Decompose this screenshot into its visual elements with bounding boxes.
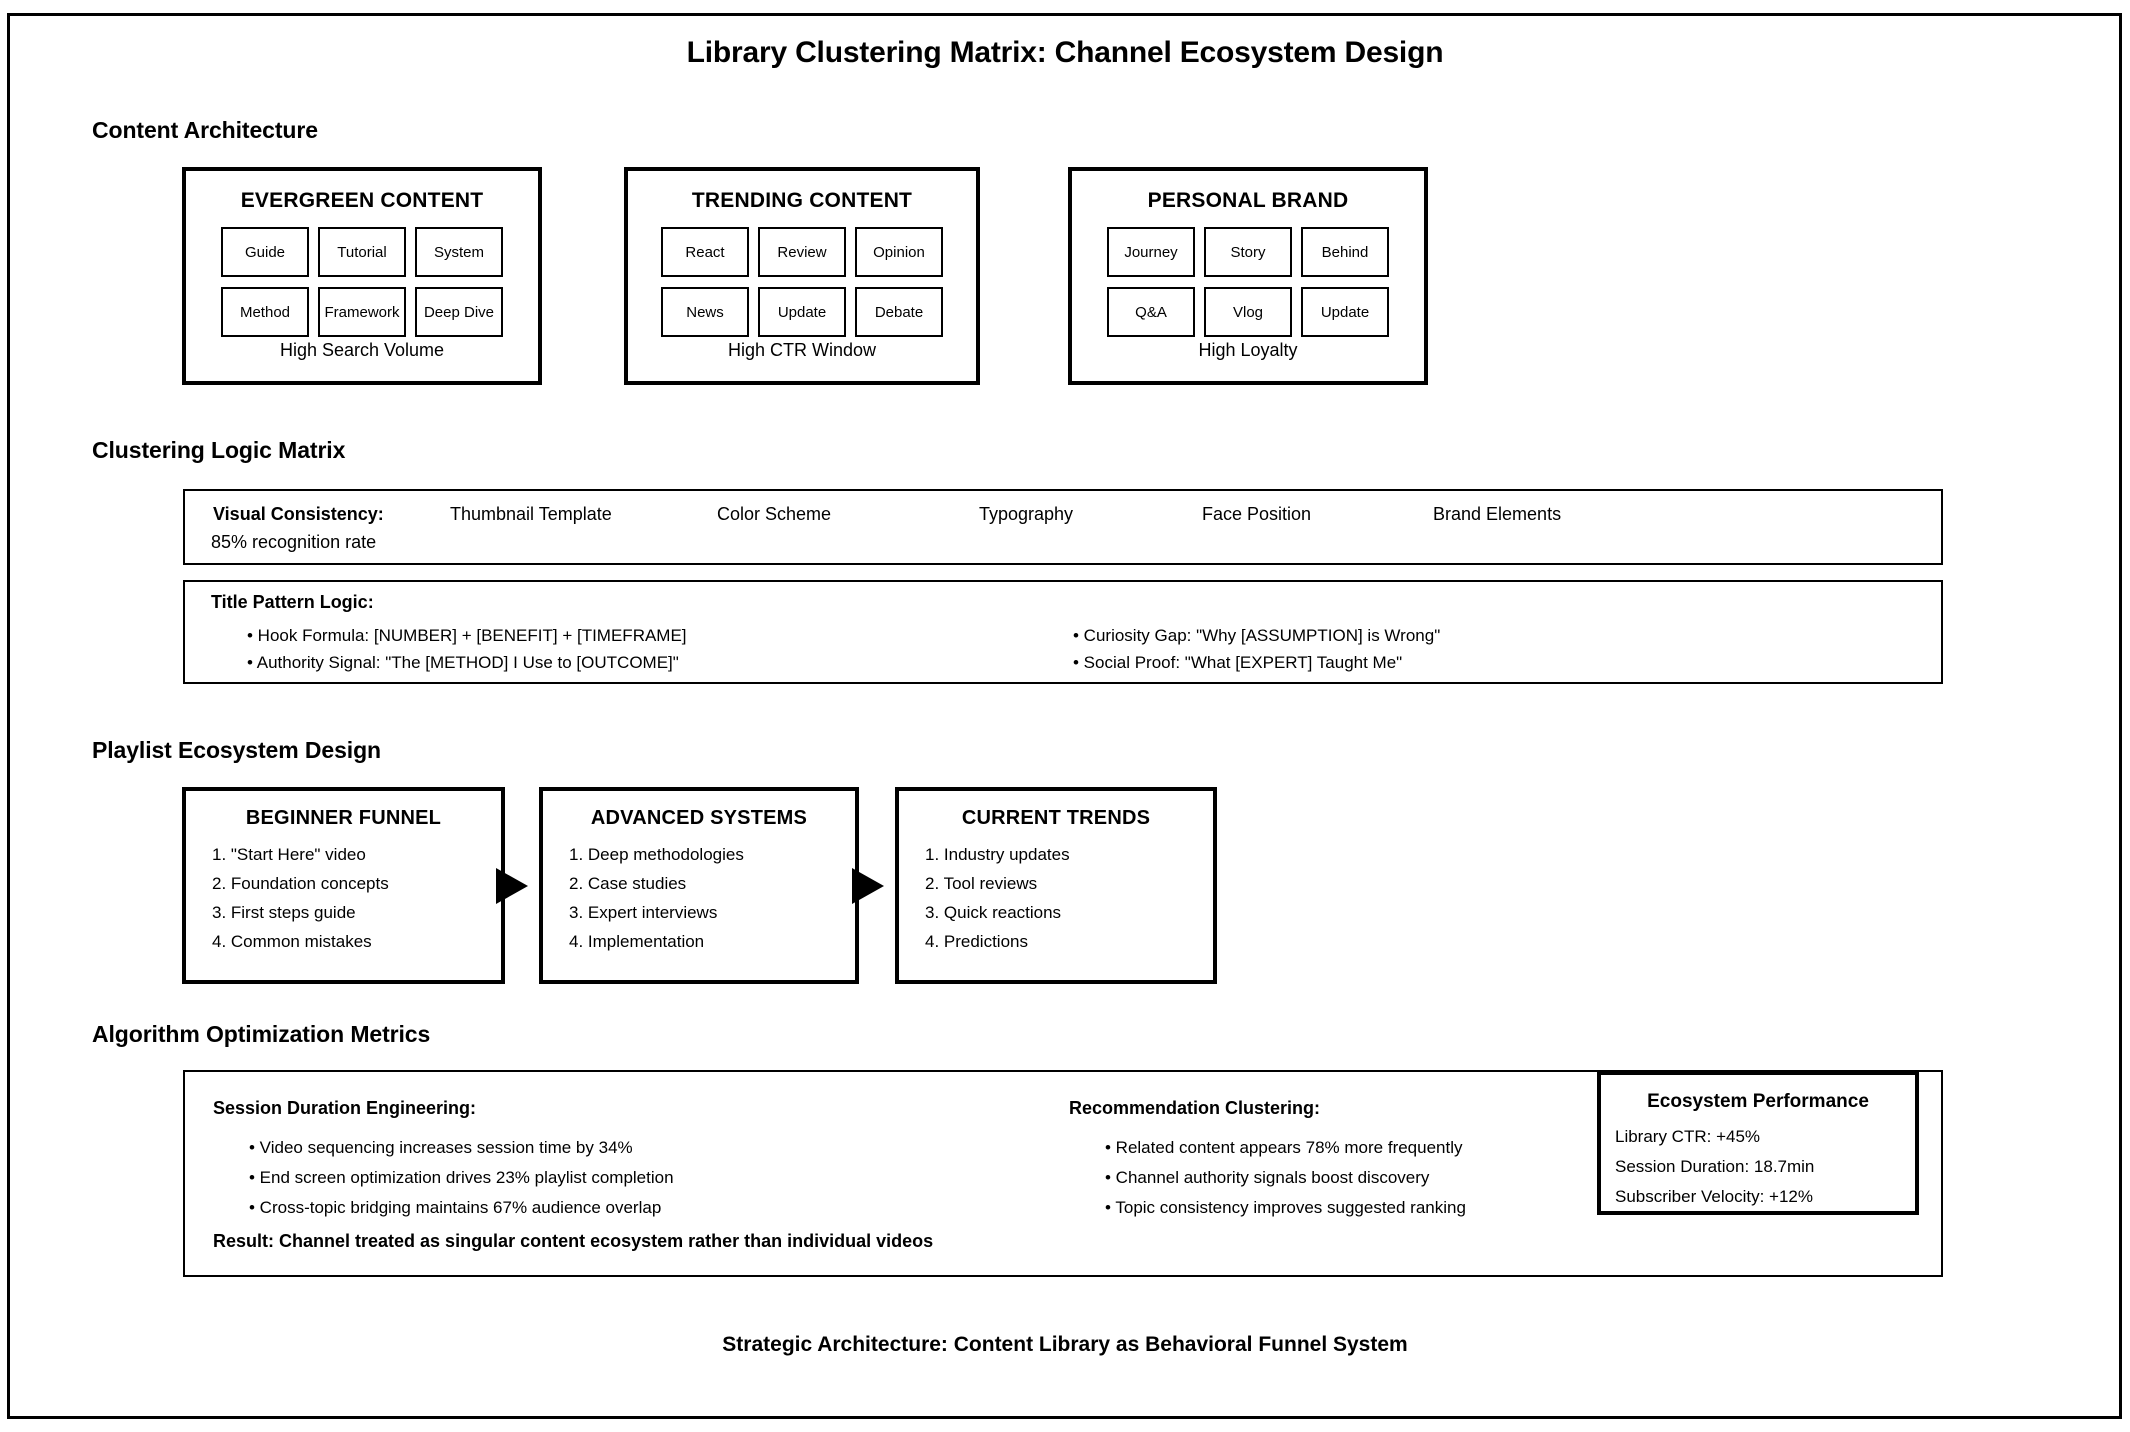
visual-consistency-label: Visual Consistency:	[213, 504, 384, 524]
visual-consistency-rate: 85% recognition rate	[211, 532, 377, 552]
funnel-list-item: 2. Foundation concepts	[212, 874, 389, 893]
funnel-stage-trends: CURRENT TRENDS 1. Industry updates 2. To…	[895, 787, 1217, 984]
ecosystem-performance-stats: Library CTR: +45% Session Duration: 18.7…	[1615, 1127, 1814, 1217]
content-chip[interactable]: Tutorial	[318, 227, 406, 277]
section-heading-algorithm-metrics: Algorithm Optimization Metrics	[92, 1021, 431, 1047]
content-chip[interactable]: Update	[1301, 287, 1389, 337]
pillar-title: PERSONAL BRAND	[1147, 189, 1349, 212]
title-pattern-line: • Social Proof: "What [EXPERT] Taught Me…	[1073, 653, 1403, 672]
pillar-footer: High Loyalty	[1198, 340, 1298, 360]
content-chip[interactable]: React	[661, 227, 749, 277]
funnel-list-item: 3. Quick reactions	[925, 903, 1062, 922]
chip-grid: Guide Tutorial System Method Framework D…	[186, 227, 538, 337]
funnel-stage-title: CURRENT TRENDS	[961, 807, 1151, 829]
content-chip[interactable]: News	[661, 287, 749, 337]
funnel-list-item: 2. Tool reviews	[925, 874, 1038, 893]
page-footer: Strategic Architecture: Content Library …	[722, 1333, 1408, 1356]
content-chip[interactable]: Journey	[1107, 227, 1195, 277]
title-pattern-line: • Hook Formula: [NUMBER] + [BENEFIT] + […	[247, 626, 687, 645]
section-heading-playlist-ecosystem: Playlist Ecosystem Design	[92, 737, 381, 763]
pillar-evergreen-content: EVERGREEN CONTENT Guide Tutorial System …	[182, 167, 542, 385]
metrics-bullet: • Topic consistency improves suggested r…	[1105, 1198, 1466, 1217]
ecosystem-performance-title: Ecosystem Performance	[1647, 1091, 1869, 1112]
content-chip[interactable]: Update	[758, 287, 846, 337]
pillar-personal-brand: PERSONAL BRAND Journey Story Behind Q&A …	[1068, 167, 1428, 385]
content-chip[interactable]: Vlog	[1204, 287, 1292, 337]
funnel-stage-advanced: ADVANCED SYSTEMS 1. Deep methodologies 2…	[539, 787, 859, 984]
funnel-list-item: 4. Implementation	[569, 932, 705, 951]
flow-arrow-icon	[496, 868, 528, 904]
pillar-footer: High CTR Window	[727, 340, 877, 360]
performance-stat: Session Duration: 18.7min	[1615, 1157, 1815, 1176]
metrics-column-recommendation-clustering: Recommendation Clustering: • Related con…	[1069, 1098, 1466, 1228]
visual-consistency-item: Thumbnail Template	[450, 504, 612, 524]
content-chip[interactable]: Deep Dive	[415, 287, 503, 337]
visual-consistency-item: Face Position	[1202, 504, 1312, 524]
ecosystem-performance-card: Ecosystem Performance Library CTR: +45% …	[1597, 1071, 1919, 1215]
metrics-result-statement: Result: Channel treated as singular cont…	[213, 1231, 934, 1251]
funnel-stage-list: 1. Industry updates 2. Tool reviews 3. Q…	[925, 845, 1070, 961]
content-chip[interactable]: Method	[221, 287, 309, 337]
pillar-trending-content: TRENDING CONTENT React Review Opinion Ne…	[624, 167, 980, 385]
visual-consistency-panel: Visual Consistency: 85% recognition rate…	[183, 489, 1943, 565]
page-border	[7, 13, 2122, 1419]
funnel-list-item: 4. Predictions	[925, 932, 1028, 951]
funnel-stage-list: 1. "Start Here" video 2. Foundation conc…	[212, 845, 389, 961]
funnel-list-item: 3. Expert interviews	[569, 903, 718, 922]
visual-consistency-item: Color Scheme	[717, 504, 832, 524]
funnel-list-item: 4. Common mistakes	[212, 932, 372, 951]
funnel-stage-title: ADVANCED SYSTEMS	[590, 807, 808, 829]
title-pattern-right-column: • Curiosity Gap: "Why [ASSUMPTION] is Wr…	[1073, 626, 1440, 680]
funnel-list-item: 1. "Start Here" video	[212, 845, 366, 864]
title-pattern-line: • Authority Signal: "The [METHOD] I Use …	[247, 653, 679, 672]
funnel-list-item: 3. First steps guide	[212, 903, 356, 922]
pillar-title: TRENDING CONTENT	[691, 189, 913, 212]
title-pattern-label: Title Pattern Logic:	[211, 592, 374, 612]
pillar-footer: High Search Volume	[279, 340, 445, 360]
content-chip[interactable]: Q&A	[1107, 287, 1195, 337]
chip-grid: React Review Opinion News Update Debate	[628, 227, 976, 337]
content-chip[interactable]: Framework	[318, 287, 406, 337]
chip-grid: Journey Story Behind Q&A Vlog Update	[1072, 227, 1424, 337]
metrics-bullet: • Video sequencing increases session tim…	[249, 1138, 633, 1157]
content-chip[interactable]: Story	[1204, 227, 1292, 277]
visual-consistency-item: Brand Elements	[1433, 504, 1562, 524]
funnel-stage-title: BEGINNER FUNNEL	[245, 807, 442, 829]
visual-consistency-item: Typography	[979, 504, 1074, 524]
content-chip[interactable]: Review	[758, 227, 846, 277]
title-pattern-line: • Curiosity Gap: "Why [ASSUMPTION] is Wr…	[1073, 626, 1441, 645]
metrics-bullet: • End screen optimization drives 23% pla…	[249, 1168, 674, 1187]
performance-stat: Library CTR: +45%	[1615, 1127, 1761, 1146]
metrics-column-heading: Session Duration Engineering:	[213, 1098, 477, 1118]
content-chip[interactable]: Debate	[855, 287, 943, 337]
metrics-bullet: • Related content appears 78% more frequ…	[1105, 1138, 1463, 1157]
title-pattern-panel: Title Pattern Logic: • Hook Formula: [NU…	[183, 580, 1943, 684]
funnel-stage-beginner: BEGINNER FUNNEL 1. "Start Here" video 2.…	[182, 787, 505, 984]
page-title: Library Clustering Matrix: Channel Ecosy…	[686, 36, 1444, 69]
metrics-column-session-duration: Session Duration Engineering: • Video se…	[213, 1098, 674, 1228]
performance-stat: Subscriber Velocity: +12%	[1615, 1187, 1813, 1206]
metrics-column-heading: Recommendation Clustering:	[1069, 1098, 1321, 1118]
section-heading-content-architecture: Content Architecture	[92, 117, 318, 143]
metrics-bullet: • Cross-topic bridging maintains 67% aud…	[249, 1198, 662, 1217]
funnel-stage-list: 1. Deep methodologies 2. Case studies 3.…	[569, 845, 744, 961]
funnel-list-item: 1. Deep methodologies	[569, 845, 744, 864]
content-chip[interactable]: System	[415, 227, 503, 277]
section-heading-clustering-logic: Clustering Logic Matrix	[92, 437, 346, 463]
content-chip[interactable]: Guide	[221, 227, 309, 277]
title-pattern-left-column: • Hook Formula: [NUMBER] + [BENEFIT] + […	[247, 626, 687, 680]
funnel-list-item: 2. Case studies	[569, 874, 687, 893]
content-chip[interactable]: Opinion	[855, 227, 943, 277]
funnel-list-item: 1. Industry updates	[925, 845, 1070, 864]
metrics-bullet: • Channel authority signals boost discov…	[1105, 1168, 1430, 1187]
content-chip[interactable]: Behind	[1301, 227, 1389, 277]
flow-arrow-icon	[852, 868, 884, 904]
pillar-title: EVERGREEN CONTENT	[240, 189, 484, 212]
